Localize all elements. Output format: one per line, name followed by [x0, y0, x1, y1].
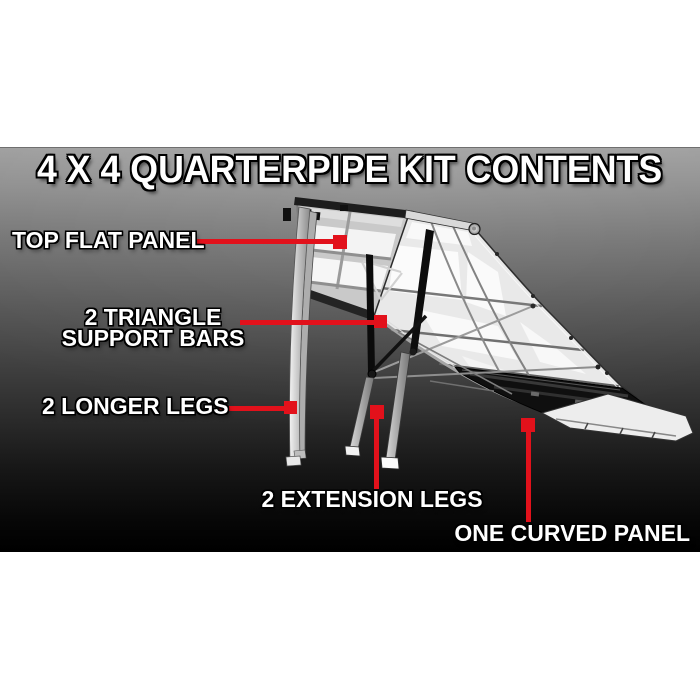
- callout-extension-legs-label: 2 EXTENSION LEGS: [261, 486, 483, 512]
- ramp-tail-flap: [540, 393, 694, 442]
- extension-legs-part: [344, 351, 411, 470]
- callout-triangle-line2: SUPPORT BARS: [61, 325, 245, 351]
- callout-top-flat-panel-arrow-line: [197, 239, 334, 244]
- callout-longer-legs-label: 2 LONGER LEGS: [42, 393, 229, 419]
- callout-extension-legs-arrow-head: [370, 405, 384, 419]
- page-title: 4 X 4 QUARTERPIPE KIT CONTENTS: [37, 149, 663, 191]
- callout-top-flat-panel-label: TOP FLAT PANEL: [12, 227, 205, 253]
- triangle-support-bars-part: [366, 229, 434, 379]
- callout-triangle-support-bars-label: 2 TRIANGLE SUPPORT BARS: [53, 304, 253, 351]
- platform-frame: [361, 209, 481, 301]
- callout-longer-legs-arrow-head: [284, 401, 297, 414]
- callout-longer-legs-arrow-line: [219, 406, 286, 411]
- callout-curved-panel-label: ONE CURVED PANEL: [454, 520, 690, 546]
- callout-curved-panel-arrow-line: [526, 432, 531, 522]
- callout-triangle-support-bars-arrow-line: [240, 320, 376, 325]
- longer-legs-part: [285, 206, 318, 467]
- callout-triangle-line1: 2 TRIANGLE: [84, 304, 222, 330]
- callout-triangle-support-bars-arrow-head: [374, 315, 387, 328]
- callout-curved-panel-arrow-head: [521, 418, 535, 432]
- top-flat-panel-part: [283, 197, 414, 320]
- cross-brace-rods: [371, 303, 601, 395]
- callout-top-flat-panel-arrow-head: [333, 235, 347, 249]
- callout-extension-legs-arrow-line: [374, 419, 379, 489]
